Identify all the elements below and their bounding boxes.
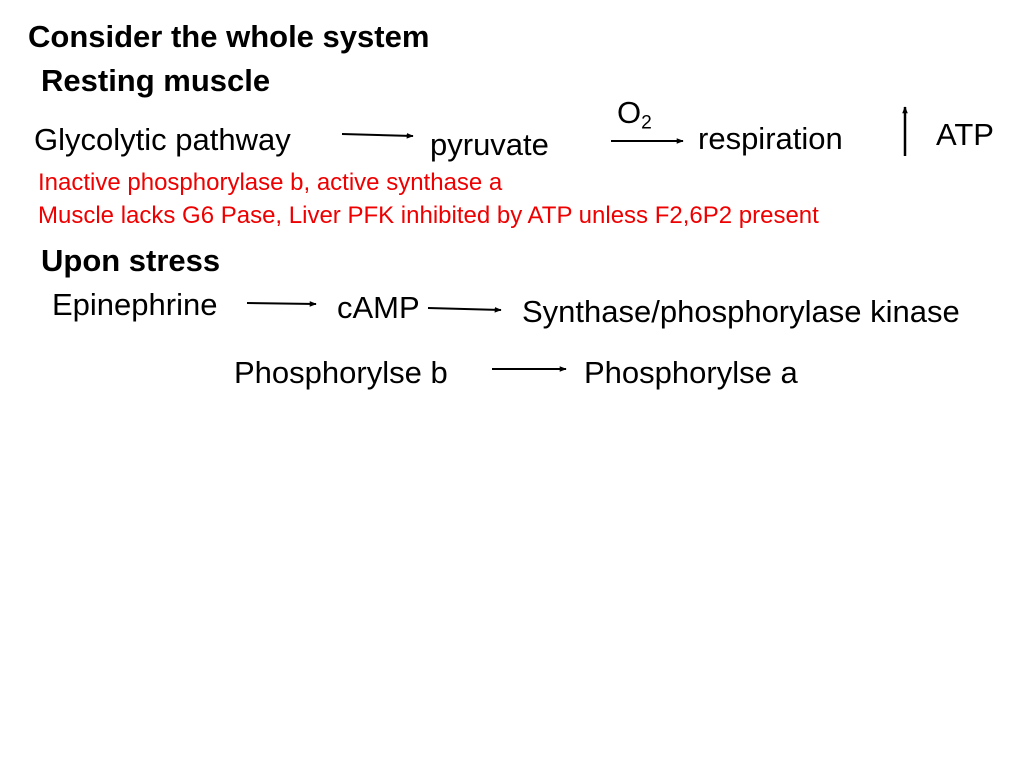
resting-note-phosphorylase: Inactive phosphorylase b, active synthas… [38, 169, 503, 196]
arrow-camp-to-synthase-kinase [427, 307, 502, 313]
resting-note-regulation: Muscle lacks G6 Pase, Liver PFK inhibite… [38, 202, 819, 229]
oxygen-label: O2 [617, 95, 652, 132]
atp-label: ATP [936, 117, 994, 152]
oxygen-subscript: 2 [641, 112, 652, 134]
pyruvate-label: pyruvate [430, 127, 549, 162]
phosphorylse-b-label: Phosphorylse b [234, 355, 448, 390]
arrow-epinephrine-to-camp [246, 301, 317, 307]
glycolytic-pathway-label: Glycolytic pathway [34, 122, 291, 157]
upon-stress-heading: Upon stress [41, 243, 221, 278]
phosphorylse-a-label: Phosphorylse a [584, 355, 798, 390]
camp-label: cAMP [337, 290, 420, 325]
respiration-label: respiration [698, 121, 843, 156]
oxygen-symbol: O [617, 95, 642, 130]
resting-muscle-heading: Resting muscle [41, 63, 271, 98]
arrow-glycolytic-to-pyruvate [341, 133, 414, 139]
epinephrine-label: Epinephrine [52, 287, 218, 322]
synthase-kinase-label: Synthase/phosphorylase kinase [522, 294, 960, 329]
slide-title: Consider the whole system [28, 19, 430, 54]
